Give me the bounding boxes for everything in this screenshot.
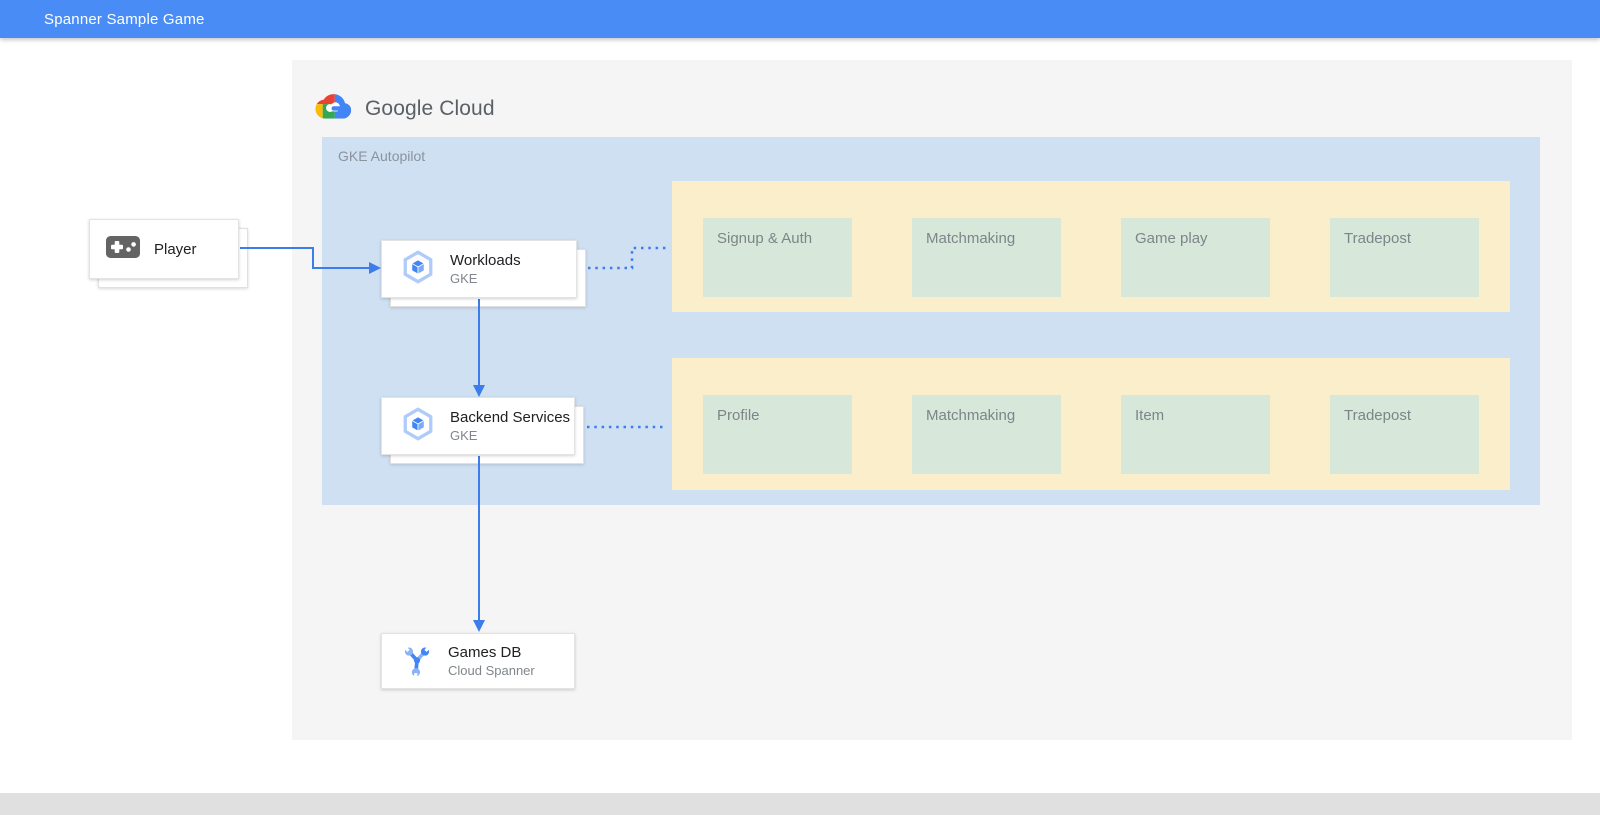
service-label: Matchmaking — [926, 407, 1016, 424]
service-label: Signup & Auth — [717, 230, 813, 247]
player-label: Player — [154, 240, 197, 258]
service-label: Profile — [717, 407, 760, 424]
gamepad-icon — [106, 235, 140, 263]
gke-icon — [400, 406, 436, 447]
service-label: Tradepost — [1344, 407, 1411, 424]
service-box: Item — [1121, 395, 1270, 474]
app-title: Spanner Sample Game — [44, 10, 205, 28]
games-db-node: Games DB Cloud Spanner — [381, 633, 575, 689]
backend-service-row: Profile Matchmaking Item Tradepost — [672, 358, 1510, 490]
player-node: Player — [89, 219, 239, 279]
games-db-title: Games DB — [448, 644, 522, 661]
workloads-node: Workloads GKE — [381, 240, 577, 298]
games-db-text: Games DB Cloud Spanner — [448, 643, 535, 679]
google-cloud-label: Google Cloud — [365, 97, 495, 120]
gke-icon — [400, 249, 436, 290]
service-box: Tradepost — [1330, 395, 1479, 474]
service-label: Matchmaking — [926, 230, 1016, 247]
service-label: Item — [1135, 407, 1165, 424]
backend-services-node: Backend Services GKE — [381, 397, 575, 455]
service-label: Tradepost — [1344, 230, 1411, 247]
workloads-text: Workloads GKE — [450, 251, 521, 287]
google-cloud-logo: Google Cloud — [313, 91, 495, 127]
app-header: Spanner Sample Game — [0, 0, 1600, 38]
backend-services-subtitle: GKE — [450, 428, 478, 443]
backend-services-title: Backend Services — [450, 409, 571, 426]
service-box: Signup & Auth — [703, 218, 852, 297]
backend-services-text: Backend Services GKE — [450, 408, 570, 444]
service-box: Matchmaking — [912, 218, 1061, 297]
service-box: Matchmaking — [912, 395, 1061, 474]
footer-bar — [0, 793, 1600, 815]
service-box: Tradepost — [1330, 218, 1479, 297]
cloud-spanner-icon — [400, 642, 434, 681]
service-box: Profile — [703, 395, 852, 474]
google-cloud-icon — [313, 91, 353, 127]
service-label: Game play — [1135, 230, 1208, 247]
gke-autopilot-label: GKE Autopilot — [338, 148, 426, 164]
games-db-subtitle: Cloud Spanner — [448, 663, 535, 678]
workloads-service-row: Signup & Auth Matchmaking Game play Trad… — [672, 181, 1510, 312]
workloads-title: Workloads — [450, 252, 521, 269]
workloads-subtitle: GKE — [450, 271, 478, 286]
service-box: Game play — [1121, 218, 1270, 297]
